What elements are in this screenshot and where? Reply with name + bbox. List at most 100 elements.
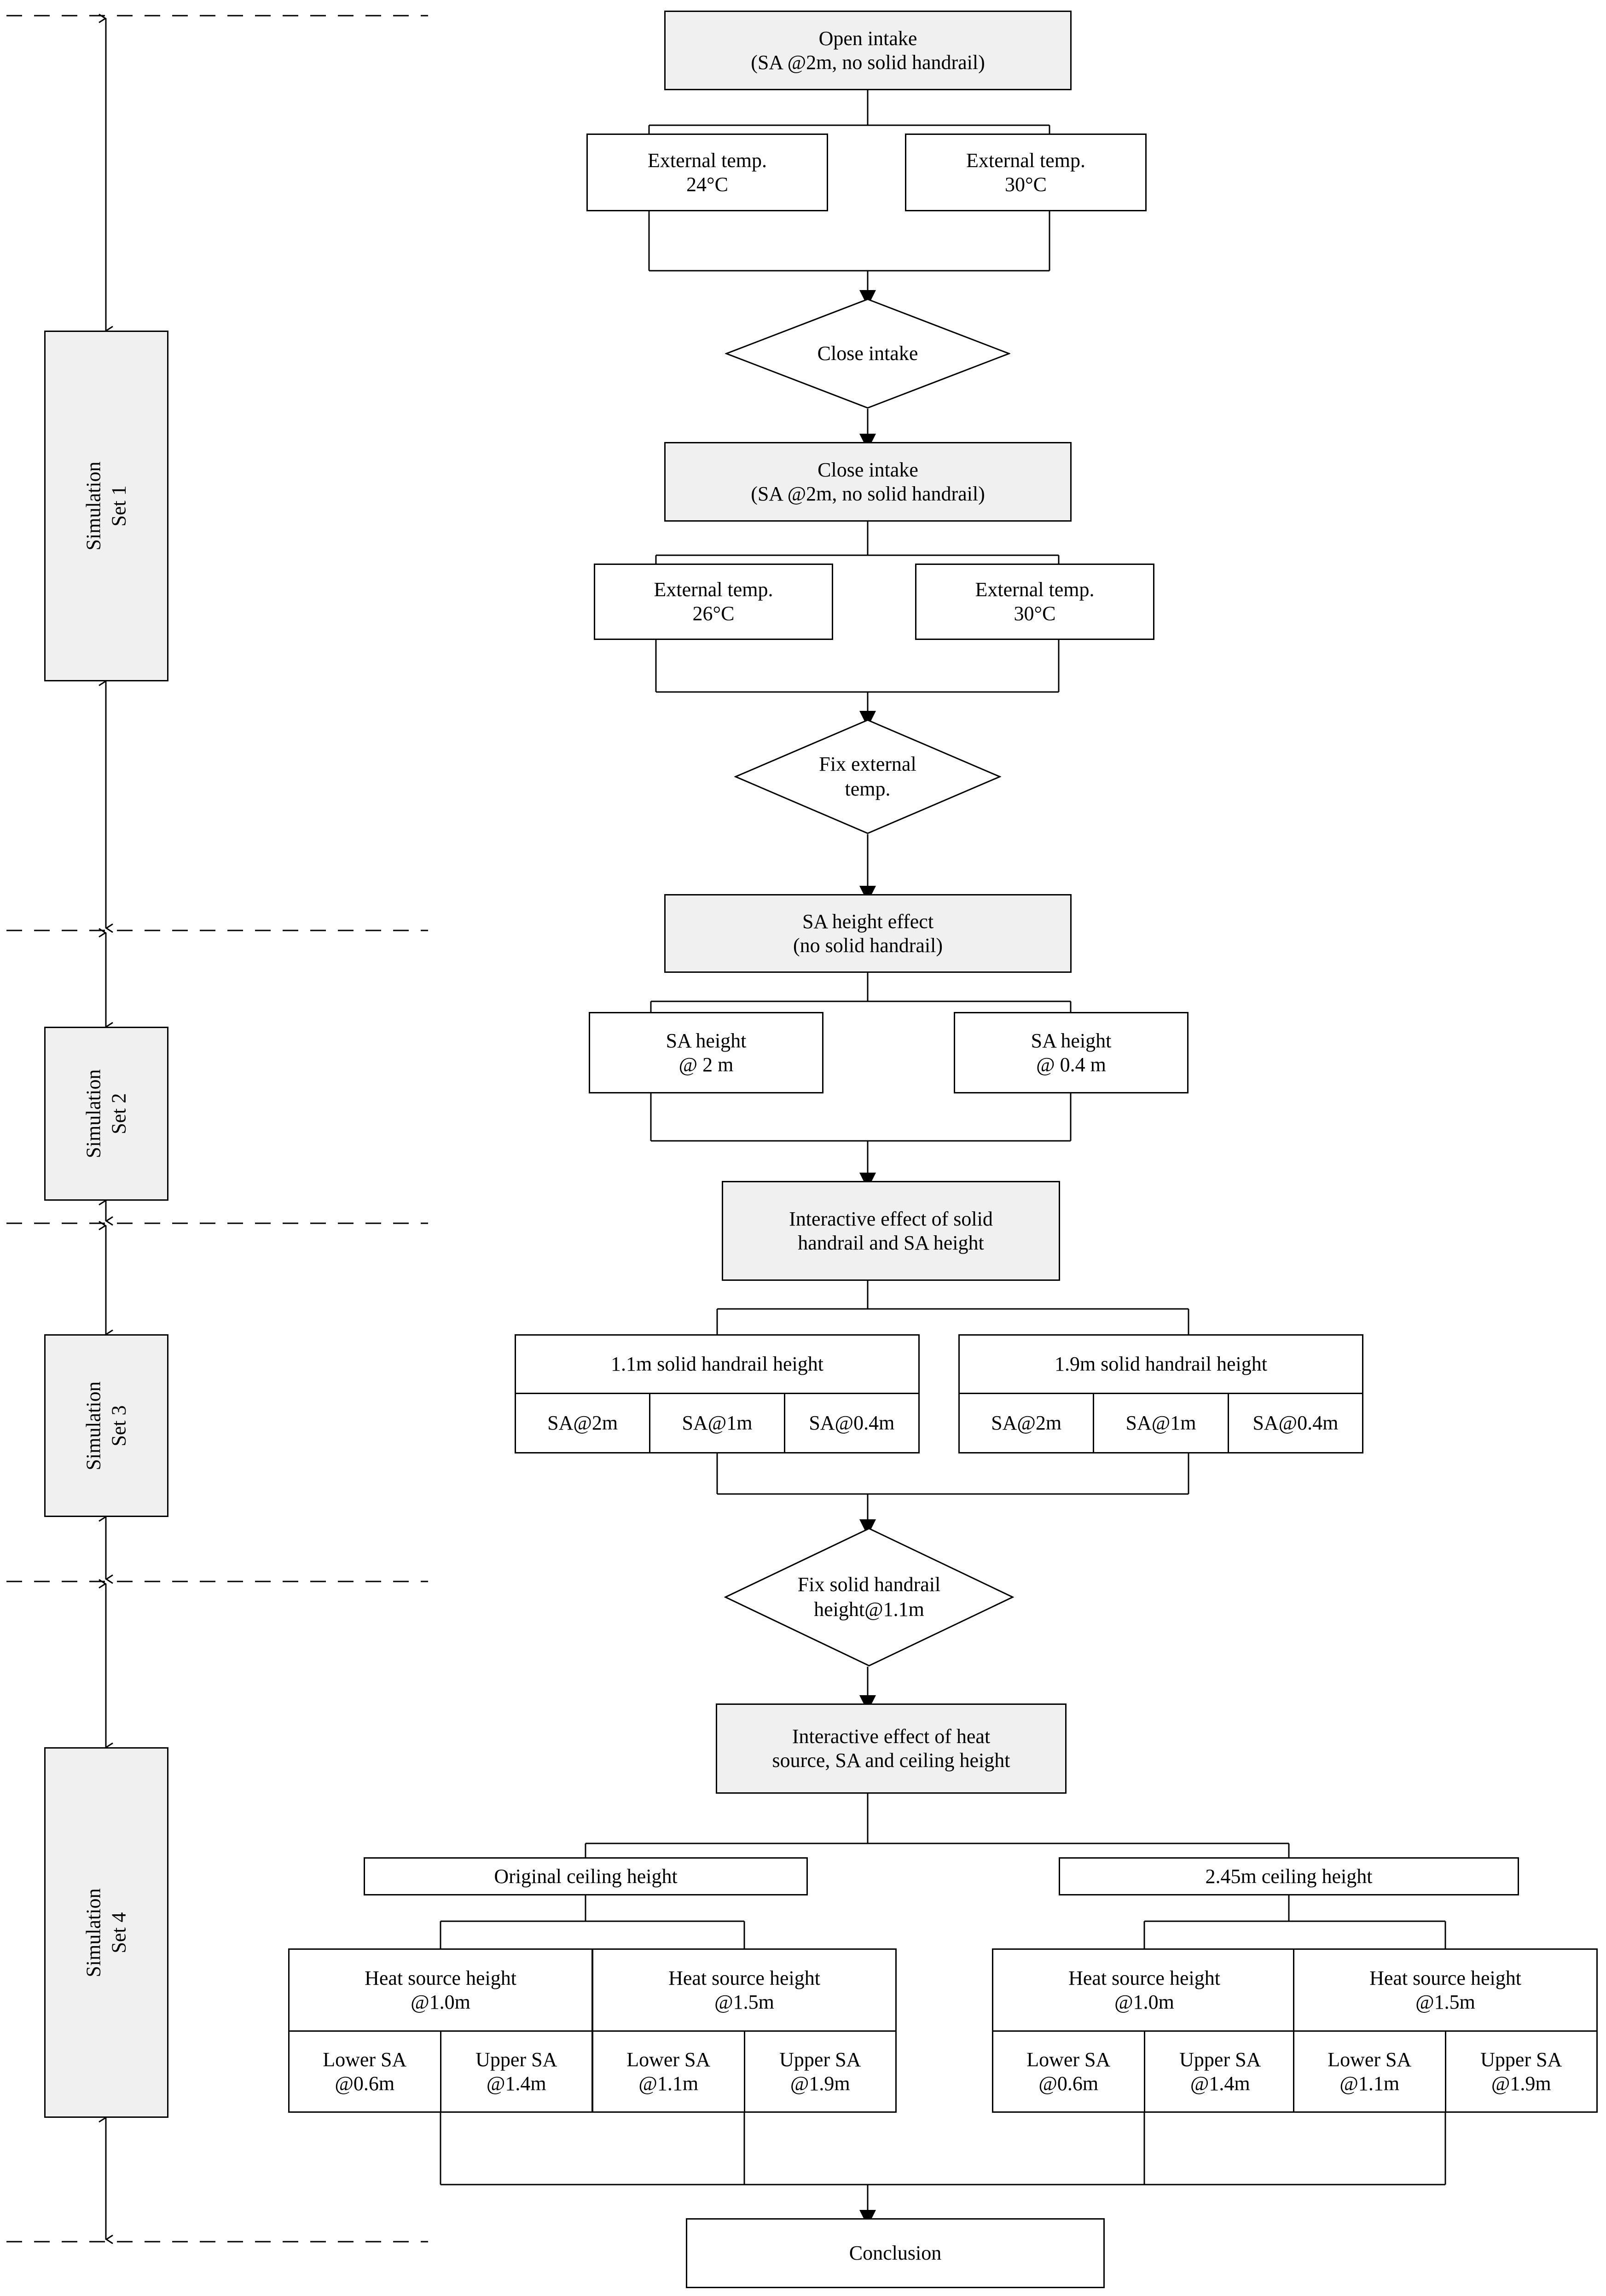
conclusion-label: Conclusion: [849, 2242, 942, 2265]
heat-block-0-cell-1: Upper SA @1.4m: [475, 2048, 557, 2095]
simulation-set-3-box: Simulation Set 3: [44, 1334, 168, 1517]
set-4-line1: Simulation: [82, 1888, 105, 1977]
interactive-heat-line1: Interactive effect of heat: [792, 1725, 991, 1748]
heat-block-1-header: Heat source height @1.5m: [593, 1950, 895, 2032]
close-intake-decision-text: Close intake: [817, 341, 918, 366]
diamond-shape: [734, 719, 1001, 834]
simulation-set-3-label: Simulation Set 3: [81, 1381, 132, 1470]
node-close-intake: Close intake (SA @2m, no solid handrail): [664, 442, 1072, 522]
sa-height-effect-line1: SA height effect: [802, 910, 934, 933]
heat-block-3-header: Heat source height @1.5m: [1294, 1950, 1596, 2032]
handrail-1-1m-cells: SA@2m SA@1m SA@0.4m: [516, 1394, 918, 1452]
table-heat-block-2: Heat source height @1.0m Lower SA @0.6m …: [992, 1948, 1297, 2113]
table-heat-block-0: Heat source height @1.0m Lower SA @0.6m …: [288, 1948, 593, 2113]
node-ceiling-original: Original ceiling height: [364, 1857, 808, 1895]
set-1-line1: Simulation: [82, 461, 105, 551]
handrail-1-9m-header: 1.9m solid handrail height: [960, 1336, 1362, 1394]
interactive-heat-line2: source, SA and ceiling height: [772, 1749, 1010, 1772]
fix-handrail-line2: height@1.1m: [814, 1598, 924, 1621]
open-intake-line1: Open intake: [818, 27, 917, 50]
set-3-line2: Set 3: [108, 1405, 130, 1447]
handrail-1-1m-cell-1: SA@1m: [650, 1394, 785, 1452]
external-temp-30b-line2: 30°C: [1014, 602, 1056, 625]
sa-height-04m-line2: @ 0.4 m: [1036, 1053, 1106, 1076]
ceiling-245m-label: 2.45m ceiling height: [1205, 1865, 1373, 1888]
table-heat-block-3: Heat source height @1.5m Lower SA @1.1m …: [1293, 1948, 1598, 2113]
simulation-set-2-box: Simulation Set 2: [44, 1027, 168, 1201]
diamond-shape: [725, 298, 1010, 409]
fix-external-temp-line2: temp.: [845, 778, 891, 800]
external-temp-24-line2: 24°C: [686, 173, 728, 196]
heat-block-0-cells: Lower SA @0.6m Upper SA @1.4m: [290, 2032, 591, 2111]
node-open-intake: Open intake (SA @2m, no solid handrail): [664, 11, 1072, 90]
sa-height-2m-line2: @ 2 m: [678, 1053, 734, 1076]
heat-block-2-header: Heat source height @1.0m: [993, 1950, 1295, 2032]
handrail-1-1m-cell-2: SA@0.4m: [809, 1412, 895, 1435]
heat-block-0-cell-0: Lower SA @0.6m: [290, 2032, 441, 2111]
handrail-1-9m-cells: SA@2m SA@1m SA@0.4m: [960, 1394, 1362, 1452]
interactive-handrail-sa-line1: Interactive effect of solid: [789, 1207, 993, 1230]
heat-block-1-cells: Lower SA @1.1m Upper SA @1.9m: [593, 2032, 895, 2111]
sa-height-04m-line1: SA height: [1031, 1029, 1112, 1052]
handrail-1-1m-header-label: 1.1m solid handrail height: [611, 1353, 823, 1376]
simulation-set-2-label: Simulation Set 2: [81, 1069, 132, 1158]
heat-block-1-cell-1: Upper SA @1.9m: [779, 2048, 861, 2095]
external-temp-30b-line1: External temp.: [975, 578, 1095, 601]
handrail-1-1m-cell-0: SA@2m: [516, 1394, 651, 1452]
handrail-1-1m-header: 1.1m solid handrail height: [516, 1336, 918, 1394]
node-fix-external-temp-decision: Fix external temp.: [734, 719, 1001, 834]
handrail-1-9m-header-label: 1.9m solid handrail height: [1055, 1353, 1267, 1376]
simulation-set-1-label: Simulation Set 1: [81, 461, 132, 550]
simulation-set-4-label: Simulation Set 4: [81, 1888, 132, 1977]
table-handrail-1-9m: 1.9m solid handrail height SA@2m SA@1m S…: [958, 1334, 1363, 1453]
node-fix-handrail-decision: Fix solid handrail height@1.1m: [724, 1528, 1014, 1667]
node-close-intake-decision: Close intake: [725, 298, 1010, 409]
heat-block-3-cells: Lower SA @1.1m Upper SA @1.9m: [1294, 2032, 1596, 2111]
node-external-temp-26: External temp. 26°C: [594, 564, 833, 640]
interactive-handrail-sa-line2: handrail and SA height: [798, 1231, 984, 1254]
heat-block-3-cell-0: Lower SA @1.1m: [1294, 2032, 1446, 2111]
heat-block-2-cell-0: Lower SA @0.6m: [993, 2032, 1145, 2111]
handrail-1-9m-cell-1: SA@1m: [1094, 1394, 1229, 1452]
simulation-set-4-box: Simulation Set 4: [44, 1747, 168, 2118]
node-ceiling-245m: 2.45m ceiling height: [1059, 1857, 1519, 1895]
fix-handrail-line1: Fix solid handrail: [797, 1573, 941, 1596]
external-temp-24-line1: External temp.: [647, 149, 767, 172]
set-1-line2: Set 1: [108, 485, 130, 527]
heat-block-2-cell-1: Upper SA @1.4m: [1179, 2048, 1261, 2095]
handrail-1-9m-cell-2: SA@0.4m: [1252, 1412, 1339, 1435]
node-interactive-heat-sa-ceiling: Interactive effect of heat source, SA an…: [716, 1703, 1067, 1794]
node-external-temp-24: External temp. 24°C: [586, 134, 828, 211]
handrail-1-9m-cell-0: SA@2m: [960, 1394, 1095, 1452]
external-temp-26-line2: 26°C: [692, 602, 735, 625]
table-heat-block-1: Heat source height @1.5m Lower SA @1.1m …: [592, 1948, 897, 2113]
sa-height-effect-line2: (no solid handrail): [793, 934, 943, 957]
fix-handrail-decision-text: Fix solid handrail height@1.1m: [798, 1572, 940, 1622]
set-4-line2: Set 4: [108, 1912, 130, 1953]
open-intake-line2: (SA @2m, no solid handrail): [751, 51, 985, 74]
heat-block-2-cells: Lower SA @0.6m Upper SA @1.4m: [993, 2032, 1295, 2111]
set-2-line1: Simulation: [82, 1069, 105, 1158]
node-interactive-handrail-sa: Interactive effect of solid handrail and…: [722, 1181, 1060, 1281]
external-temp-30a-line2: 30°C: [1005, 173, 1047, 196]
heat-block-3-cell-1: Upper SA @1.9m: [1480, 2048, 1562, 2095]
heat-block-0-header: Heat source height @1.0m: [290, 1950, 591, 2032]
node-external-temp-30-a: External temp. 30°C: [905, 134, 1147, 211]
simulation-set-1-box: Simulation Set 1: [44, 331, 168, 681]
external-temp-30a-line1: External temp.: [966, 149, 1085, 172]
heat-block-1-cell-0: Lower SA @1.1m: [593, 2032, 745, 2111]
diamond-shape: [724, 1528, 1014, 1667]
external-temp-26-line1: External temp.: [654, 578, 773, 601]
close-intake-line1: Close intake: [817, 458, 918, 481]
set-2-line2: Set 2: [108, 1093, 130, 1134]
ceiling-original-label: Original ceiling height: [494, 1865, 678, 1888]
node-sa-height-04m: SA height @ 0.4 m: [954, 1012, 1189, 1093]
sa-height-2m-line1: SA height: [666, 1029, 747, 1052]
close-intake-decision-line1: Close intake: [817, 342, 918, 365]
node-external-temp-30-b: External temp. 30°C: [915, 564, 1154, 640]
fix-external-temp-text: Fix external temp.: [819, 752, 916, 801]
node-sa-height-2m: SA height @ 2 m: [589, 1012, 823, 1093]
node-conclusion: Conclusion: [686, 2218, 1105, 2288]
table-handrail-1-1m: 1.1m solid handrail height SA@2m SA@1m S…: [515, 1334, 920, 1453]
